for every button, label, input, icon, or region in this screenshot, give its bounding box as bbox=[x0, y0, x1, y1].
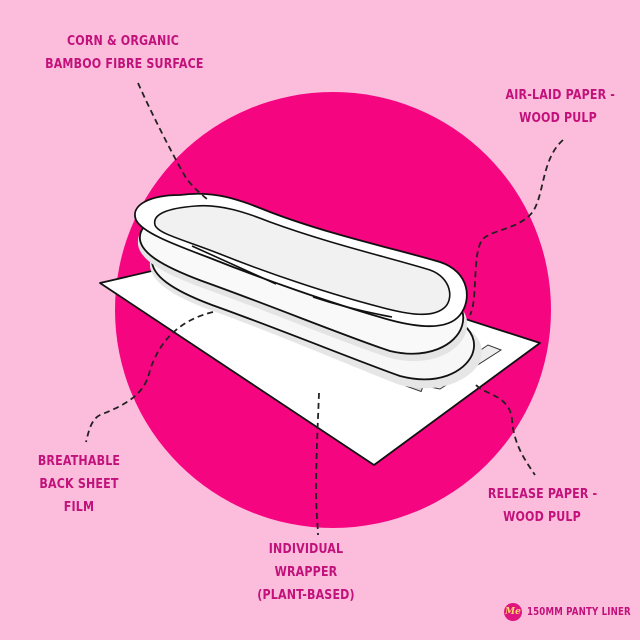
label-release-paper: RELEASE PAPER - WOOD PULP bbox=[487, 483, 598, 529]
label-top-surface: CORN & ORGANIC BAMBOO FIBRE SURFACE bbox=[45, 30, 204, 76]
label-line: WRAPPER bbox=[274, 564, 338, 580]
label-line: RELEASE PAPER - bbox=[487, 486, 598, 502]
label-line: (PLANT-BASED) bbox=[257, 587, 355, 603]
label-air-laid: AIR-LAID PAPER - WOOD PULP bbox=[505, 84, 616, 130]
label-line: WOOD PULP bbox=[519, 110, 597, 126]
label-back-sheet: BREATHABLE BACK SHEET FILM bbox=[34, 450, 124, 519]
label-line: CORN & ORGANIC bbox=[66, 33, 180, 49]
label-line: BAMBOO FIBRE SURFACE bbox=[45, 56, 204, 72]
product-name: 150MM PANTY LINER bbox=[527, 606, 631, 618]
leader-release-paper bbox=[475, 384, 536, 476]
label-wrapper: INDIVIDUAL WRAPPER (PLANT-BASED) bbox=[255, 538, 357, 607]
label-line: AIR-LAID PAPER - bbox=[505, 87, 616, 103]
leader-wrapper bbox=[315, 392, 320, 536]
label-line: WOOD PULP bbox=[503, 509, 581, 525]
label-line: BACK SHEET bbox=[39, 476, 119, 492]
product-badge: Me 150MM PANTY LINER bbox=[504, 603, 640, 621]
label-line: BREATHABLE bbox=[37, 453, 121, 469]
leader-back-sheet bbox=[85, 311, 214, 443]
label-line: INDIVIDUAL bbox=[268, 541, 344, 557]
leader-lines bbox=[85, 82, 564, 536]
top-surface-layer bbox=[134, 192, 468, 328]
brand-logo-icon: Me bbox=[504, 603, 522, 621]
leader-top-surface bbox=[137, 82, 209, 201]
leader-air-laid bbox=[469, 139, 564, 316]
label-line: FILM bbox=[63, 499, 95, 515]
